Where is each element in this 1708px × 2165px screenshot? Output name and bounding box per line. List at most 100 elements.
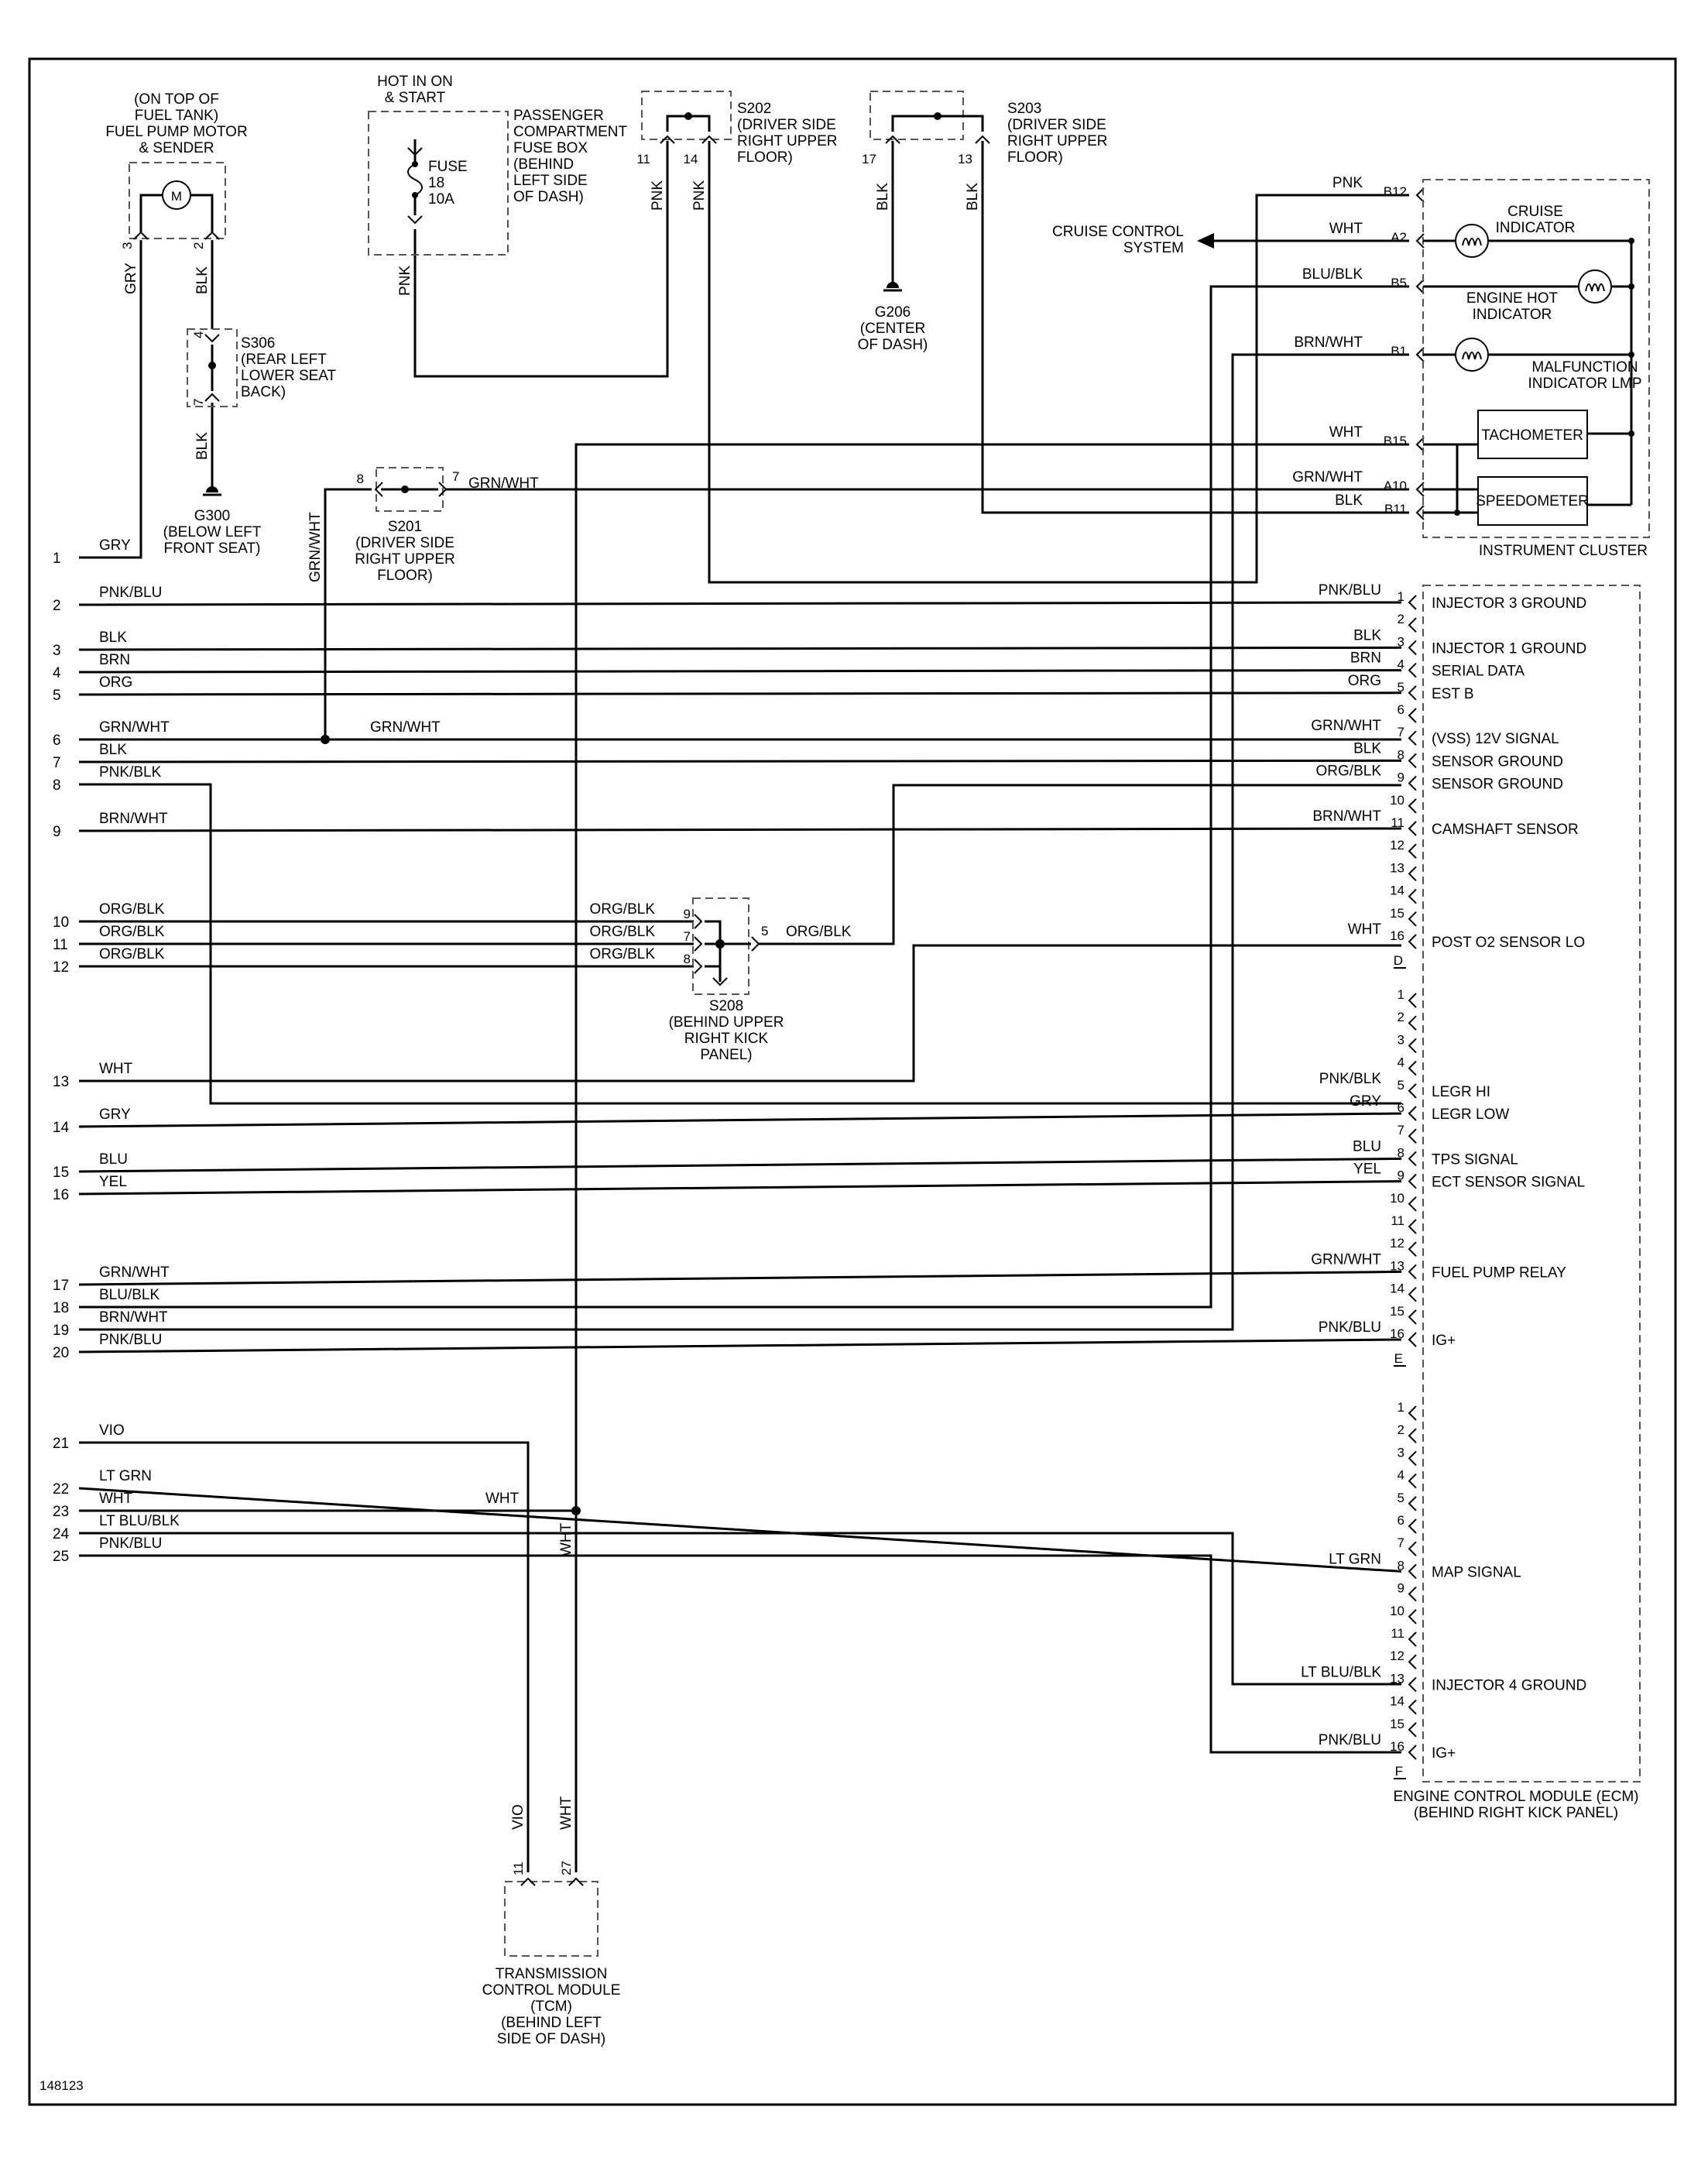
ecm-wire-label: GRY [1350,1093,1381,1110]
ecm-pin-number: 16 [1390,1739,1404,1754]
ecm-pin-number: 6 [1398,1513,1404,1528]
connector-pin [660,135,675,144]
splice-dot [1628,352,1634,358]
ecm-pin [1408,775,1417,791]
ecm-pin [1408,1676,1417,1693]
engine-hot-icon [1585,283,1605,292]
fuse-hot-label: HOT IN ON [377,74,453,90]
row-number: 9 [53,824,61,840]
s203-label: FLOOR) [1007,149,1063,166]
row-number: 16 [53,1187,69,1203]
wire-color-label: ORG/BLK [99,901,165,918]
ecm-pin-number: 3 [1398,634,1404,649]
wire-color-label: BRN/WHT [99,1309,168,1326]
s202-label: FLOOR) [737,149,793,166]
ecm-function-label: ECT SENSOR SIGNAL [1432,1175,1585,1191]
wire-color-label: YEL [99,1174,127,1190]
ecm-pin [1408,1699,1417,1715]
wire-row21 [79,1441,530,1872]
s201-label: S201 [388,519,422,535]
wire-color-label: ORG/BLK [590,946,656,962]
speedometer-box [1477,476,1588,526]
pin-number: 7 [452,469,459,484]
ecm-wire-label: PNK/BLU [1319,1319,1381,1336]
wire-s203-to-b11 [981,141,1409,514]
cluster-pin-number: B5 [1391,276,1407,290]
ecm-pin [1408,1332,1417,1347]
wire-to-ecm [78,601,1402,606]
ecm-pin-number: 8 [1398,1145,1404,1160]
ecm-pin-number: 4 [1398,1468,1404,1483]
ecm-wire-label: LT BLU/BLK [1301,1664,1381,1680]
wire-color-label: PNK/BLK [99,764,162,781]
s202-label: RIGHT UPPER [737,133,838,149]
s201-label: RIGHT UPPER [355,551,455,568]
ecm-pin [1408,1038,1417,1054]
ecm-pin-number: 13 [1390,1258,1404,1273]
ecm-function-label: LEGR LOW [1432,1107,1509,1123]
row-number: 22 [53,1481,69,1498]
wire-to-ecm [78,646,1402,651]
ecm-pin [1408,753,1417,769]
cluster-pin [1415,233,1425,249]
wire-color-label: WHT [558,1796,574,1830]
cruise-control-label: CRUISE CONTROL [1052,224,1184,240]
splice-dot [571,1506,581,1515]
wire-color-label: BRN [99,652,130,668]
ecm-wire-label: BLK [1353,627,1381,643]
ecm-pin-number: 14 [1390,1282,1404,1296]
wire-color-label: WHT [99,1491,133,1507]
ecm-wire-label: YEL [1353,1161,1381,1178]
ecm-pin [1408,866,1417,882]
ecm-wire-label: PNK/BLU [1319,1732,1381,1748]
wire-color-label: BLK [965,183,981,211]
fuse-box-outline [368,111,509,256]
malfunction-icon [1462,352,1482,360]
ecm-pin-number: 9 [1398,1168,1404,1183]
ecm-pin [1408,1015,1417,1031]
connector-pin [568,1877,584,1886]
row-number: 17 [53,1278,69,1294]
g300-label: (BELOW LEFT [163,524,262,540]
pin-number: 17 [862,152,876,166]
ecm-pin-number: 16 [1390,1326,1404,1341]
wire-color-label: BLU [99,1151,128,1168]
splice-dot [715,939,725,949]
pin-number: 11 [511,1861,526,1875]
ecm-wire-label: PNK/BLK [1319,1071,1382,1087]
row-number: 11 [53,937,68,953]
ecm-pin [1408,1286,1417,1302]
row-number: 1 [53,551,61,567]
ecm-connector-letter: F [1395,1764,1403,1779]
tcm-label: (TCM) [530,1999,572,2015]
cruise-indicator-label: CRUISE [1507,204,1563,220]
cruise-indicator-icon [1462,238,1482,246]
tcm-label: CONTROL MODULE [482,1982,621,1999]
ecm-pin-number: 12 [1390,838,1404,853]
row-number: 14 [53,1120,70,1136]
ecm-wire-label: LT GRN [1329,1551,1381,1567]
row-number: 3 [53,643,61,659]
wire-color-label: LT GRN [99,1468,152,1484]
g206-label: (CENTER [860,321,925,337]
fuse-label: 18 [428,175,444,191]
wire-color-label: WHT [485,1491,520,1507]
ecm-pin-number: 15 [1390,1717,1404,1731]
tcm-label: (BEHIND LEFT [501,2015,602,2031]
connector-pin [204,231,220,240]
ecm-wire-label: GRN/WHT [1311,718,1381,734]
ecm-pin [1408,1173,1417,1189]
ecm-pin-number: 16 [1390,928,1404,943]
splice-dot [1628,431,1634,437]
wire-s208-to-d9 [759,784,1401,945]
cluster-pin [1415,279,1425,294]
ecm-wire-label: GRN/WHT [1311,1251,1381,1268]
wire-color-label: PNK/BLU [99,585,162,601]
engine-hot-label: INDICATOR [1473,307,1552,323]
ecm-pin-number: 10 [1390,793,1404,808]
ecm-pin [1408,1428,1417,1443]
fuel-pump-name: & SENDER [139,140,214,156]
ecm-pin [1408,1264,1417,1280]
ecm-pin-number: 8 [1398,1558,1404,1573]
